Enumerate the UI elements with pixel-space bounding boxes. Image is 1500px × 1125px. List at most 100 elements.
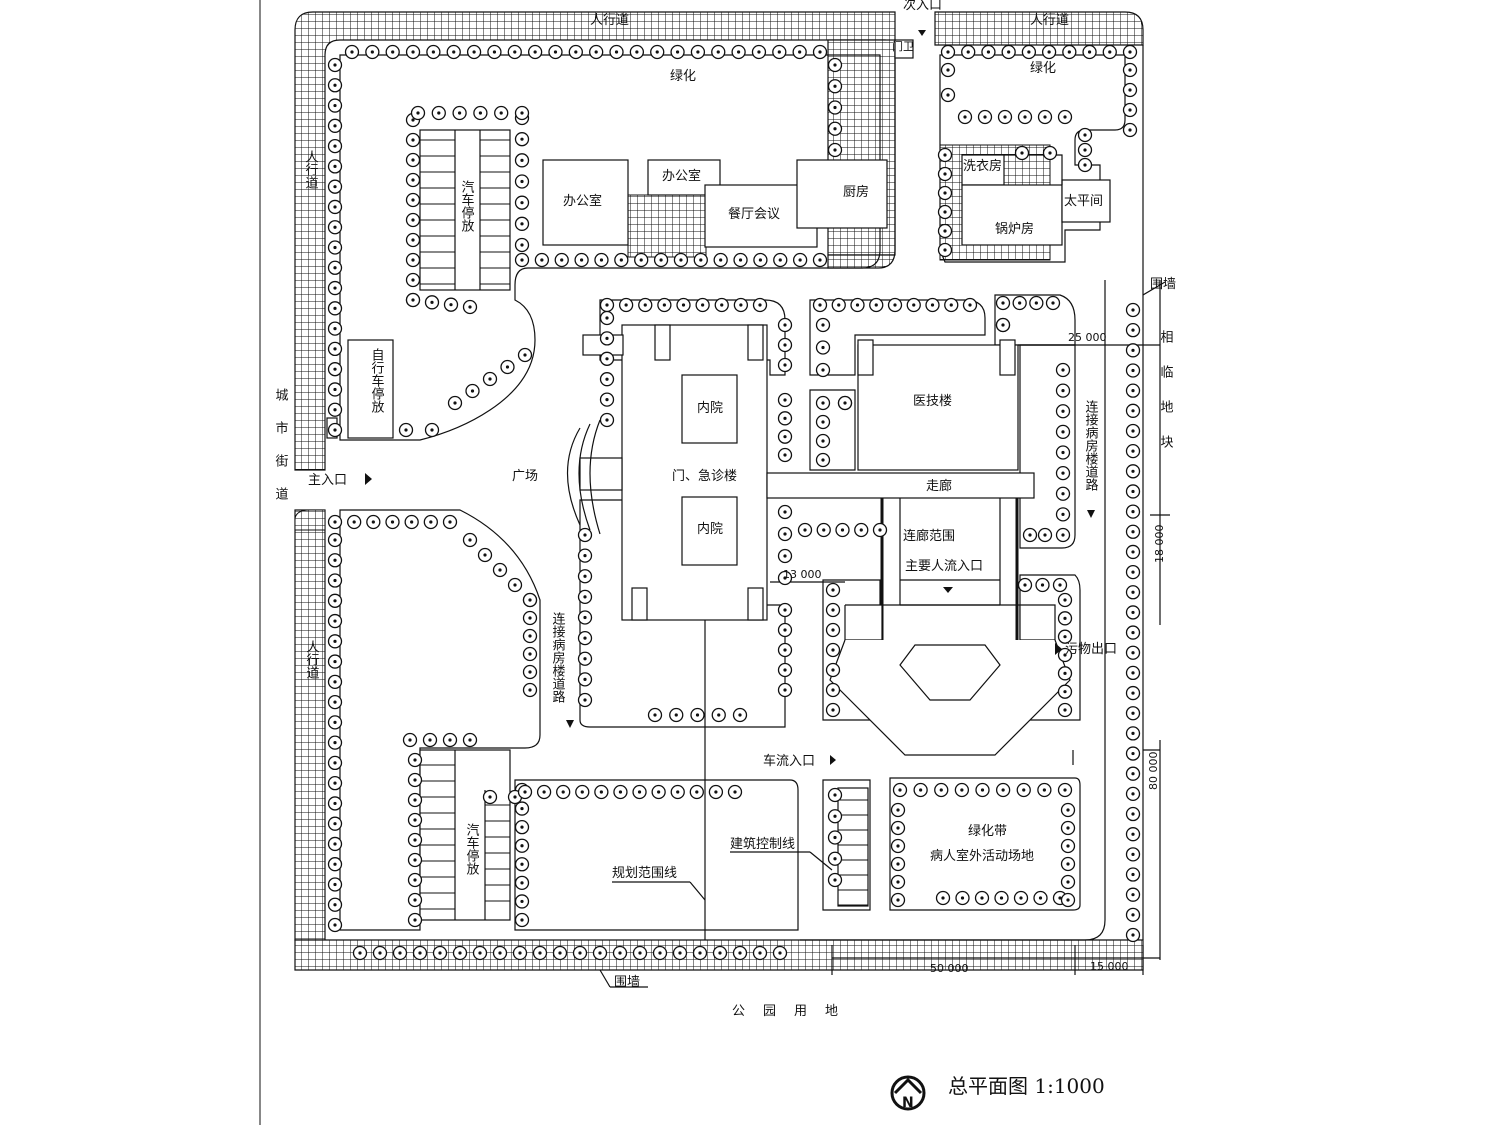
inner-courtyard-2-box [681, 496, 738, 566]
tree-icon [890, 856, 906, 872]
tree-icon [815, 395, 831, 411]
tree-icon [1077, 127, 1093, 143]
tree-icon [1125, 847, 1141, 862]
tree-icon [568, 44, 583, 60]
island-bottom-left [514, 779, 799, 931]
tree-icon [1125, 706, 1141, 721]
tree-icon [812, 44, 828, 60]
guard-box [894, 39, 914, 59]
leader-lines [599, 620, 1074, 988]
tree-icon [327, 220, 343, 235]
tree-icon [577, 651, 593, 666]
tree-icon [327, 382, 343, 397]
tree-icon [1055, 383, 1071, 398]
label-adjacent-plot: 相临地块 [1158, 330, 1174, 470]
tree-icon [514, 153, 530, 168]
outpatient-entrance-block [579, 457, 623, 491]
tree-icon [777, 504, 793, 520]
tree-icon [1035, 577, 1050, 593]
label-waste-exit: 污物出口 [1065, 642, 1117, 657]
tree-icon [507, 577, 523, 593]
tree-icon [937, 204, 953, 220]
tree-icon [773, 252, 788, 268]
tree-icon [492, 945, 508, 961]
tree-icon [1125, 302, 1141, 318]
tree-icon [1052, 577, 1068, 593]
tree-icon [869, 297, 884, 313]
tree-icon [1055, 527, 1071, 543]
tree-icon [592, 945, 608, 961]
tree-icon [827, 851, 843, 866]
tree-icon [477, 547, 493, 563]
tree-icon [1125, 645, 1141, 660]
tree-icon [1125, 585, 1141, 600]
tree-icon [365, 44, 380, 60]
tree-icon [906, 297, 921, 313]
tree-icon [577, 692, 593, 708]
tree-icon [647, 707, 663, 723]
medtech-stair-1 [857, 339, 874, 376]
tree-icon [777, 411, 793, 426]
tree-icon [1125, 343, 1141, 358]
label-office-1: 办公室 [563, 193, 602, 209]
outpatient-canopy [567, 419, 601, 535]
tree-icon [777, 642, 793, 658]
label-ward-road-right: 连接病房楼道路 [1083, 399, 1099, 491]
tree-icon [327, 341, 343, 357]
parking-stalls-upper [419, 129, 511, 291]
tree-icon [594, 784, 609, 800]
island-center-left [599, 299, 786, 376]
tree-icon [462, 732, 478, 748]
tree-icon [1055, 362, 1071, 378]
tree-icon [1125, 887, 1141, 902]
tree-icon [940, 62, 956, 78]
tree-icon [327, 321, 343, 336]
tree-icon [482, 789, 498, 805]
plan-title: 总平面图 1:1000 [948, 1074, 1105, 1098]
tree-icon [327, 634, 343, 649]
tree-icon [944, 297, 959, 313]
tree-icon [937, 166, 953, 182]
tree-icon [599, 412, 615, 428]
tree-icon [599, 297, 615, 313]
tree-icon [385, 44, 400, 60]
tree-icon [777, 447, 793, 463]
tree-icon [689, 784, 704, 800]
tree-icon [512, 945, 528, 961]
tree-icon [1037, 527, 1053, 543]
ward-building [829, 604, 1071, 756]
tree-icon [1060, 820, 1076, 836]
tree-icon [827, 100, 843, 115]
tree-icon [327, 857, 343, 872]
tree-icon [327, 280, 343, 296]
tree-icon [327, 57, 343, 73]
tree-icon [1125, 564, 1141, 580]
label-boiler: 锅炉房 [995, 221, 1034, 237]
tree-icon [472, 945, 488, 961]
tree-icon [1012, 295, 1027, 311]
tree-icon [352, 945, 368, 961]
tree-icon [815, 317, 831, 333]
tree-icon [1125, 665, 1141, 681]
tree-icon [792, 252, 808, 268]
tree-icon [402, 732, 418, 748]
tree-icon [385, 514, 400, 530]
tree-icon [522, 592, 538, 608]
tree-icon [994, 890, 1009, 906]
tree-icon [1055, 486, 1071, 501]
tree-icon [405, 292, 421, 308]
tree-icon [514, 174, 530, 189]
tree-icon [514, 237, 530, 253]
tree-icon [935, 890, 951, 906]
tree-icon [892, 782, 908, 798]
tree-icon [632, 784, 647, 800]
tree-icon [405, 232, 421, 248]
stair-3 [631, 587, 648, 621]
label-outpatient: 门、急诊楼 [672, 469, 737, 484]
tree-icon [669, 707, 684, 723]
tree-icon [827, 872, 843, 888]
tree-icon [695, 297, 710, 313]
tree-icon [1125, 504, 1141, 519]
sidewalk-band-top-right [934, 11, 1144, 46]
tree-icon [732, 945, 748, 961]
